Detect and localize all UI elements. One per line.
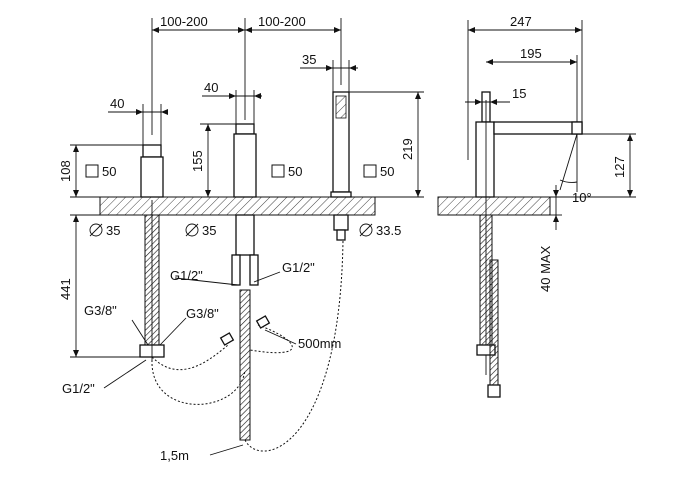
dim-247 <box>467 20 583 160</box>
dim-127 <box>550 133 636 198</box>
label-40-b: 40 <box>204 80 218 95</box>
label-angle-10: 10° <box>572 190 592 205</box>
square-marker-a <box>85 164 99 178</box>
dim-40-b <box>202 90 262 124</box>
hand-shower <box>330 91 352 241</box>
label-1-5m: 1,5m <box>160 448 189 463</box>
label-155: 155 <box>190 150 205 172</box>
hose-connector-a <box>219 332 235 346</box>
label-100-200-a: 100-200 <box>160 14 208 29</box>
label-500mm: 500mm <box>298 336 341 351</box>
label-g38-b: G3/8" <box>186 306 219 321</box>
diameter-symbol-c <box>359 223 373 237</box>
hose-1-5m <box>151 239 344 452</box>
dim-100-200-b <box>245 18 342 85</box>
dim-108 <box>70 144 143 198</box>
dim-35-top <box>300 60 358 92</box>
label-441: 441 <box>58 278 73 300</box>
label-195: 195 <box>520 46 542 61</box>
label-108: 108 <box>58 160 73 182</box>
dim-195 <box>486 55 578 122</box>
label-g12-c: G1/2" <box>62 381 95 396</box>
square-marker-b <box>271 164 285 178</box>
hose-500mm <box>151 344 229 371</box>
label-sq-50-c: 50 <box>380 164 394 179</box>
label-dia-35-b: 35 <box>202 223 216 238</box>
dim-155 <box>200 123 236 197</box>
label-247: 247 <box>510 14 532 29</box>
label-g12-b: G1/2" <box>282 260 315 275</box>
label-dia-33-5: 33.5 <box>376 223 401 238</box>
square-marker-c <box>363 164 377 178</box>
hose-connector-b <box>255 315 271 329</box>
label-g12-a: G1/2" <box>170 268 203 283</box>
angle-10-arc <box>559 179 578 183</box>
label-sq-50-b: 50 <box>288 164 302 179</box>
left-valve <box>139 144 165 360</box>
label-sq-50-a: 50 <box>102 164 116 179</box>
side-view-mixer <box>475 91 583 398</box>
label-40-a: 40 <box>110 96 124 111</box>
middle-spout <box>231 123 259 441</box>
dim-40-max <box>550 185 562 230</box>
dim-219 <box>349 91 424 198</box>
countertop-right <box>437 196 551 216</box>
dim-100-200-a <box>151 18 246 135</box>
diameter-symbol-a <box>89 223 103 237</box>
label-35-top: 35 <box>302 52 316 67</box>
dim-40-a <box>108 104 168 145</box>
dim-15 <box>465 99 510 105</box>
countertop-left <box>99 196 376 216</box>
label-40-max: 40 MAX <box>538 245 553 292</box>
label-g38-a: G3/8" <box>84 303 117 318</box>
label-dia-35-a: 35 <box>106 223 120 238</box>
diameter-symbol-b <box>185 223 199 237</box>
label-127: 127 <box>612 156 627 178</box>
label-219: 219 <box>400 138 415 160</box>
label-100-200-b: 100-200 <box>258 14 306 29</box>
label-15: 15 <box>512 86 526 101</box>
dim-441 <box>70 214 140 358</box>
hose-500mm-b <box>249 324 293 354</box>
